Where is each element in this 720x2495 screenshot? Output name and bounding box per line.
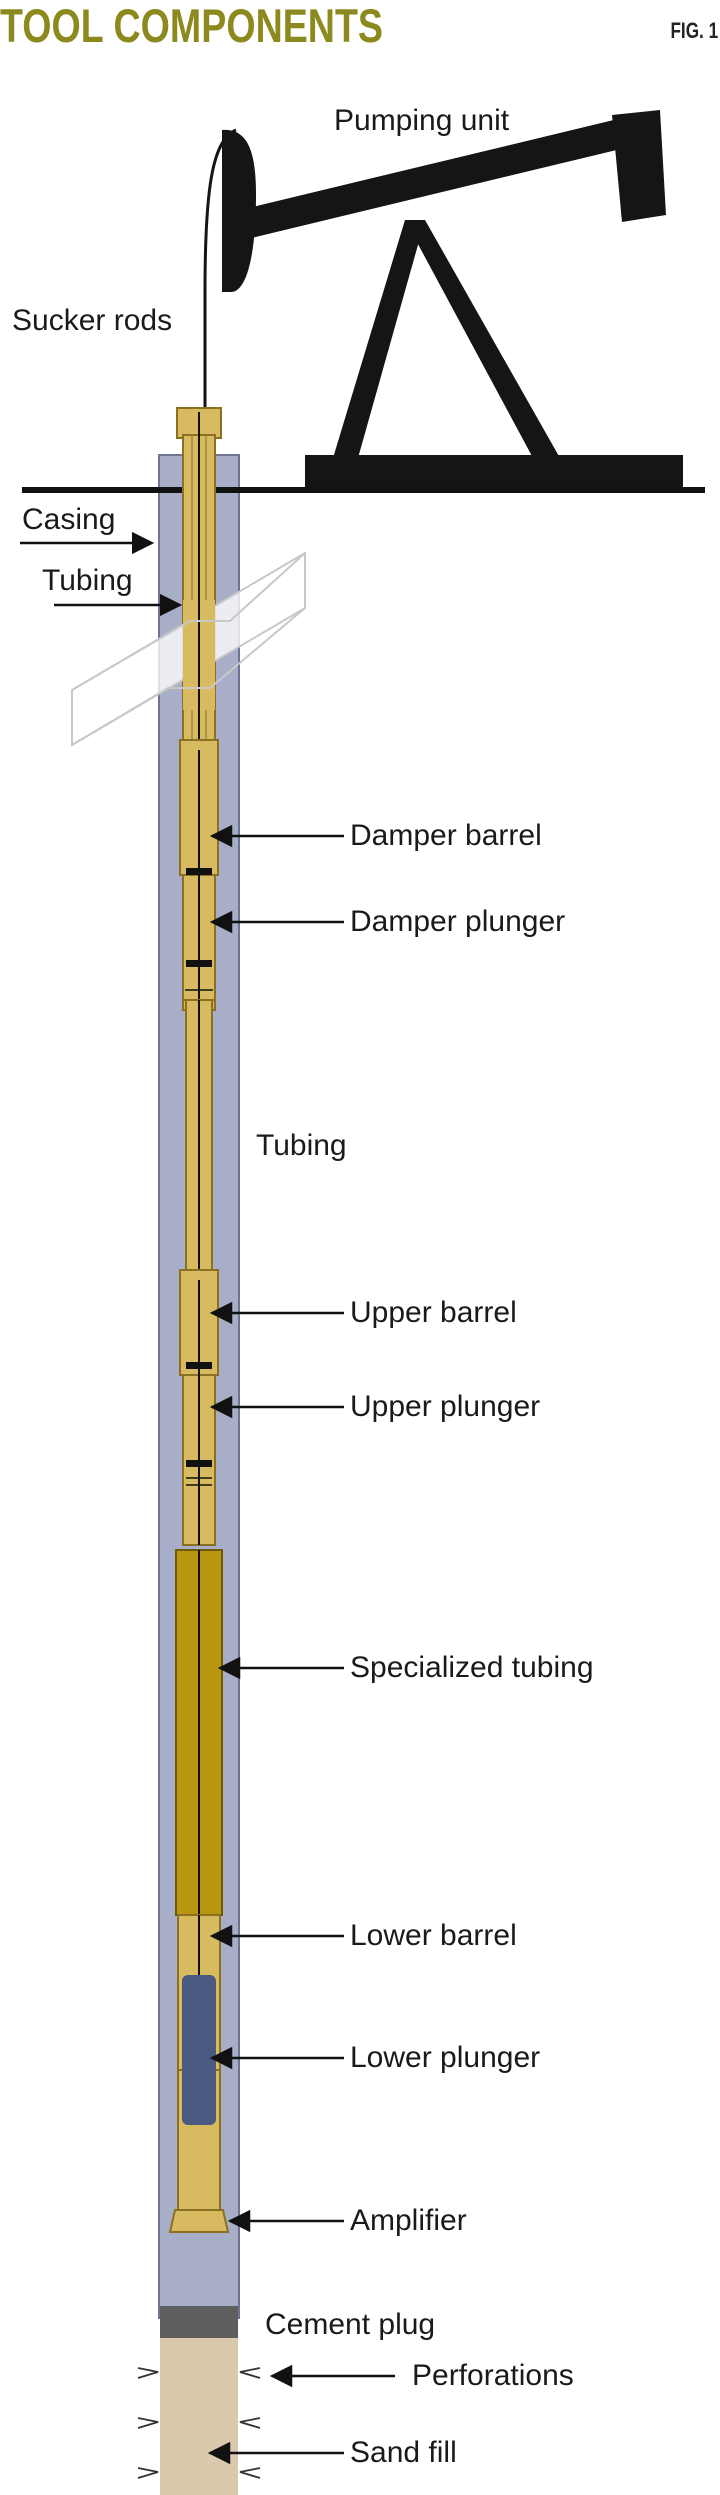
label-sand-fill: Sand fill xyxy=(350,2436,457,2469)
label-pumping-unit: Pumping unit xyxy=(334,104,510,137)
break-marker xyxy=(71,551,306,747)
label-sucker-rods: Sucker rods xyxy=(12,304,173,337)
label-damper-plunger: Damper plunger xyxy=(350,905,566,938)
leader-arrows xyxy=(20,531,395,2465)
pumping-unit-icon xyxy=(203,110,683,487)
figure-number: FIG. 1 xyxy=(670,18,718,43)
perforation-marks xyxy=(137,2367,261,2479)
label-lower-plunger: Lower plunger xyxy=(350,2041,541,2074)
label-cement-plug: Cement plug xyxy=(265,2308,436,2341)
sand-fill xyxy=(160,2338,238,2495)
label-upper-barrel: Upper barrel xyxy=(350,1296,517,1329)
lower-assembly xyxy=(168,1914,230,2233)
specialized-tubing xyxy=(175,1549,223,1916)
label-lower-barrel: Lower barrel xyxy=(350,1919,517,1952)
label-upper-plunger: Upper plunger xyxy=(350,1390,541,1423)
label-tubing-top: Tubing xyxy=(42,564,133,597)
figure-title: TOOL COMPONENTS xyxy=(0,0,383,52)
label-perforations: Perforations xyxy=(412,2359,574,2392)
cement-plug xyxy=(160,2306,238,2338)
middle-tubing xyxy=(185,999,213,1271)
label-amplifier: Amplifier xyxy=(350,2204,467,2237)
label-casing: Casing xyxy=(22,503,116,536)
damper-assembly xyxy=(179,739,219,1001)
label-tubing-mid: Tubing xyxy=(256,1129,347,1162)
label-damper-barrel: Damper barrel xyxy=(350,819,542,852)
label-specialized-tubing: Specialized tubing xyxy=(350,1651,594,1684)
